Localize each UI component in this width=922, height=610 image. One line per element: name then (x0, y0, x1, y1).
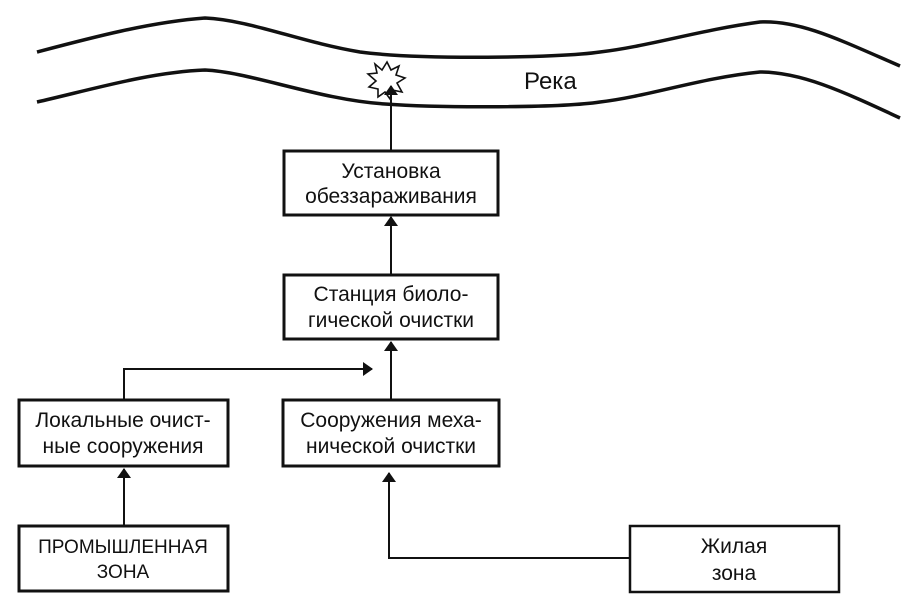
node-disinfection-line2: обеззараживания (305, 185, 477, 208)
node-residential: Жилая зона (628, 524, 841, 594)
node-disinfection-line1: Установка (341, 160, 441, 183)
node-local-line2: ные сооружения (43, 435, 204, 458)
node-industrial-line2: ЗОНА (97, 562, 150, 583)
river-bank-lower (36, 68, 901, 120)
node-residential-line2: зона (712, 562, 757, 585)
node-biological-line1: Станция биоло- (314, 283, 469, 306)
explosion-burst-icon (366, 60, 407, 101)
river: Река (36, 16, 901, 120)
river-bank-upper (36, 16, 901, 68)
node-mechanical-line1: Сооружения меха- (300, 409, 482, 432)
node-biological: Станция биоло- гической очистки (282, 273, 500, 341)
node-local: Локальные очист- ные сооружения (17, 398, 230, 468)
node-industrial-line1: ПРОМЫШЛЕННАЯ (38, 537, 208, 558)
river-label: Река (524, 68, 577, 95)
node-mechanical: Сооружения меха- нической очистки (281, 398, 501, 468)
node-mechanical-line2: нической очистки (306, 435, 476, 458)
node-industrial: ПРОМЫШЛЕННАЯ ЗОНА (17, 524, 230, 593)
edge-residential-mechanical (382, 472, 630, 559)
node-local-line1: Локальные очист- (35, 409, 210, 432)
node-disinfection: Установка обеззараживания (282, 149, 500, 217)
edge-local-biological (123, 362, 373, 400)
node-residential-line1: Жилая (701, 535, 767, 558)
node-biological-line2: гической очистки (308, 309, 474, 332)
edges (117, 85, 630, 559)
